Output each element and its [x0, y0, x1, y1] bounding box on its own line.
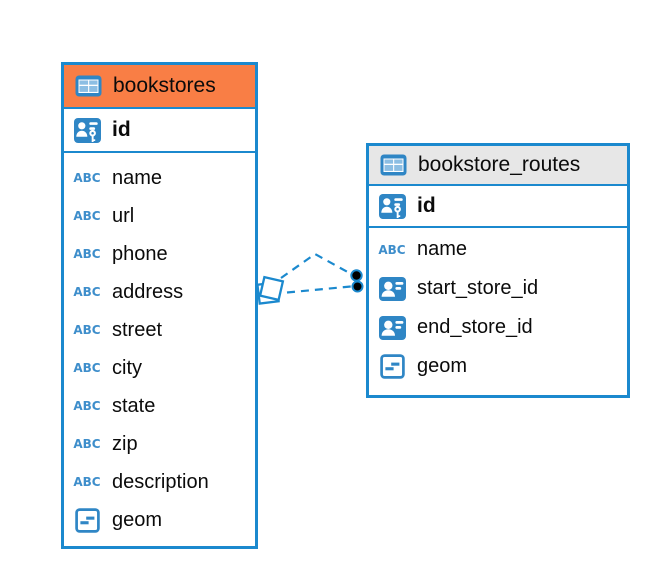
- relationship-target-dot-lower[interactable]: [351, 280, 364, 293]
- column-row[interactable]: ABC name: [64, 159, 255, 197]
- relationship-line-upper[interactable]: [280, 252, 354, 279]
- text-type-icon: ABC: [73, 323, 101, 337]
- column-name: zip: [112, 432, 138, 455]
- column-name: id: [417, 194, 436, 217]
- text-type-icon: ABC: [73, 361, 101, 375]
- table-bookstores-header[interactable]: bookstores: [64, 65, 255, 109]
- text-type-icon: ABC: [73, 475, 101, 489]
- relationship-line-lower[interactable]: [286, 285, 352, 294]
- column-row[interactable]: start_store_id: [369, 269, 627, 308]
- column-row[interactable]: ABC city: [64, 349, 255, 387]
- column-row[interactable]: ABC state: [64, 387, 255, 425]
- text-type-icon: ABC: [378, 242, 406, 257]
- primary-key-icon: [71, 117, 103, 143]
- table-bookstore-routes-header[interactable]: bookstore_routes: [369, 146, 627, 186]
- relationship-source-marker-diamond[interactable]: [256, 275, 285, 305]
- text-type-icon: ABC: [73, 399, 101, 413]
- table-icon: [377, 154, 409, 176]
- table-bookstore-routes-columns: ABC name start_store_id: [369, 228, 627, 386]
- table-bookstores-columns: ABC name ABC url ABC phone ABC address A…: [64, 153, 255, 539]
- column-row[interactable]: ABC street: [64, 311, 255, 349]
- column-row[interactable]: ABC phone: [64, 235, 255, 273]
- column-name: name: [112, 166, 163, 189]
- text-type-icon: ABC: [73, 437, 101, 451]
- text-type-icon: ABC: [73, 209, 101, 223]
- column-name: end_store_id: [417, 316, 533, 338]
- column-name: street: [112, 318, 163, 341]
- column-row[interactable]: ABC url: [64, 197, 255, 235]
- column-row[interactable]: ABC zip: [64, 425, 255, 463]
- column-name: state: [112, 394, 156, 417]
- foreign-key-icon: [376, 276, 408, 301]
- column-name: name: [417, 238, 468, 260]
- text-type-icon: ABC: [73, 247, 101, 261]
- geometry-type-icon: [71, 507, 103, 533]
- column-name: url: [112, 204, 135, 227]
- column-name: city: [112, 356, 142, 379]
- text-type-icon: ABC: [73, 285, 101, 299]
- foreign-key-icon: [376, 315, 408, 340]
- column-row[interactable]: end_store_id: [369, 308, 627, 347]
- column-name: id: [112, 118, 131, 141]
- column-row-pk[interactable]: id: [369, 186, 627, 228]
- column-row[interactable]: geom: [64, 501, 255, 539]
- column-name: description: [112, 470, 209, 493]
- table-title: bookstores: [113, 74, 216, 97]
- column-name: geom: [112, 508, 163, 531]
- column-name: phone: [112, 242, 168, 265]
- table-bookstores[interactable]: bookstores id ABC: [61, 62, 258, 549]
- column-row[interactable]: ABC name: [369, 230, 627, 269]
- column-row[interactable]: geom: [369, 347, 627, 386]
- column-row-pk[interactable]: id: [64, 109, 255, 153]
- column-name: geom: [417, 355, 468, 377]
- relationship-target-dot-upper[interactable]: [350, 269, 363, 282]
- table-bookstore-routes[interactable]: bookstore_routes id ABC: [366, 143, 630, 398]
- column-row[interactable]: ABC address: [64, 273, 255, 311]
- geometry-type-icon: [376, 354, 408, 379]
- column-name: start_store_id: [417, 277, 539, 299]
- table-icon: [72, 75, 104, 97]
- primary-key-icon: [376, 193, 408, 219]
- column-row[interactable]: ABC description: [64, 463, 255, 501]
- table-title: bookstore_routes: [418, 153, 581, 176]
- column-name: address: [112, 280, 184, 303]
- text-type-icon: ABC: [73, 171, 101, 185]
